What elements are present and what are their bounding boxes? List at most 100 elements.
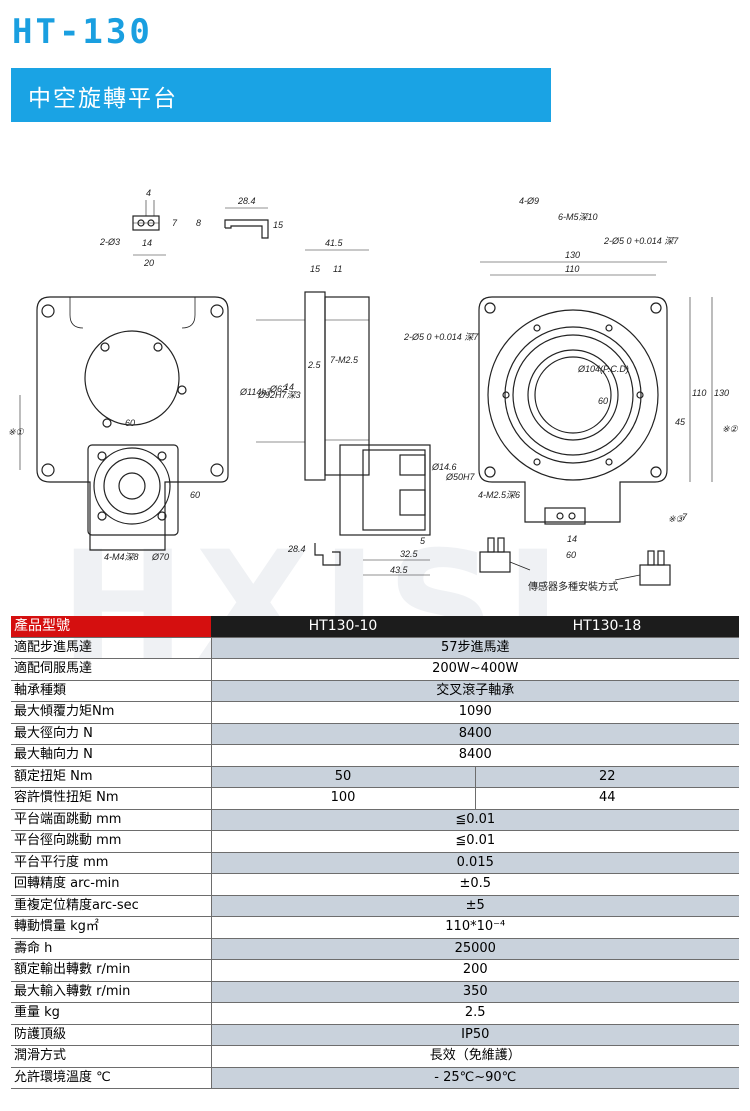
dim-label: 7 [172,218,178,228]
dim-label: Ø62 [269,384,287,394]
dim-label: 110 [692,388,706,398]
header-col2: HT130-18 [475,616,739,638]
row-label: 回轉精度 arc-min [11,873,211,896]
dim-label: 7 [682,512,688,522]
row-label: 最大傾覆力矩Nm [11,701,211,724]
row-label: 轉動慣量 kg㎡ [11,916,211,939]
dim-label: 6-M5深10 [558,212,598,222]
dim-label: 15 [273,220,284,230]
technical-drawing: 4 2-Ø3 14 20 7 8 28.4 15 41.5 15 11 7-M2… [8,188,739,586]
table-row: 重複定位精度arc-sec±5 [11,895,739,917]
row-value: 110*10⁻⁴ [210,916,739,939]
dim-label: 14 [567,534,577,544]
dim-label: Ø92H7深3 [257,390,301,400]
dim-label: 32.5 [400,549,419,559]
row-label: 適配步進馬達 [11,637,211,659]
row-value: 200W~400W [210,658,739,681]
row-label: 適配伺服馬達 [11,658,211,681]
table-header-row: 產品型號 HT130-10 HT130-18 [11,616,739,638]
row-label: 重複定位精度arc-sec [11,895,211,917]
row-label: 重量 kg [11,1002,211,1025]
dim-label: 130 [565,250,580,260]
dim-label: 2-Ø5 0 +0.014 深7 [403,332,479,342]
dim-label: 14 [142,238,152,248]
dim-label: 4 [146,188,151,198]
row-value: 8400 [210,744,739,767]
table-row: 軸承種類交叉滾子軸承 [11,680,739,702]
dim-label: Ø70 [151,552,169,562]
row-value: ±0.5 [210,873,739,896]
row-label: 最大輸入轉數 r/min [11,981,211,1003]
sensor-sketch [479,537,671,586]
dim-label: Ø50H7 [445,472,476,482]
model-title: HT-130 [12,12,153,52]
dim-label: ※② [722,424,739,434]
dim-label: 60 [598,396,608,406]
row-label: 潤滑方式 [11,1045,211,1068]
dim-label: 43.5 [390,565,409,575]
row-label: 允許環境溫度 ℃ [11,1067,211,1089]
row-value-col1: 100 [210,787,475,810]
key-part-drawing [132,200,166,256]
dim-label: 8 [196,218,201,228]
table-row: 允許環境溫度 ℃- 25℃~90℃ [11,1067,739,1089]
dim-label: Ø104(P.C.D) [577,364,629,374]
row-value: ±5 [210,895,739,917]
side-section-view [256,249,431,576]
dim-label: 7-M2.5 [330,355,359,365]
header-label: 產品型號 [11,616,211,638]
page-subtitle: 中空旋轉平台 [28,86,178,112]
dim-label: 4-M2.5深6 [478,490,520,500]
dim-label: ※① [8,427,25,437]
dim-label: 5 [420,536,426,546]
dim-label: 60 [566,550,576,560]
table-row: 回轉精度 arc-min±0.5 [11,873,739,896]
row-label: 平台端面跳動 mm [11,809,211,831]
row-value: 25000 [210,938,739,960]
dim-label: 4-M4深8 [104,552,139,562]
sensor-note: 傳感器多種安裝方式 [528,582,618,593]
row-value: 1090 [210,701,739,724]
row-label: 最大徑向力 N [11,723,211,745]
dim-label: 11 [333,264,342,274]
front-view-left [19,296,229,551]
row-label: 防護頂級 [11,1024,211,1046]
table-row: 潤滑方式長效（免維護） [11,1045,739,1068]
row-value: 8400 [210,723,739,745]
dim-label: 20 [143,258,154,268]
dim-label: 110 [565,264,579,274]
row-label: 容許慣性扭矩 Nm [11,787,211,810]
row-value: ≦0.01 [210,809,739,831]
dim-label: 28.4 [237,196,256,206]
dim-label: 60 [190,490,200,500]
row-label: 額定輸出轉數 r/min [11,959,211,982]
table-row: 平台徑向跳動 mm≦0.01 [11,830,739,853]
row-label: 壽命 h [11,938,211,960]
row-value: ≦0.01 [210,830,739,853]
dim-label: Ø114h7 [239,387,272,397]
row-value: - 25℃~90℃ [210,1067,739,1089]
dim-label: 2-Ø3 [99,237,120,247]
dim-label: 2-Ø5 0 +0.014 深7 [603,236,679,246]
dim-label: Ø14.6 [431,462,457,472]
row-value: 長效（免維護） [210,1045,739,1068]
row-value: 57步進馬達 [210,637,739,659]
row-value: 200 [210,959,739,982]
row-label: 額定扭矩 Nm [11,766,211,788]
dim-label: 60 [125,418,135,428]
top-view-right [478,261,713,525]
row-label: 平台徑向跳動 mm [11,830,211,853]
title-bar: 中空旋轉平台 [11,68,551,122]
row-label: 最大軸向力 N [11,744,211,767]
